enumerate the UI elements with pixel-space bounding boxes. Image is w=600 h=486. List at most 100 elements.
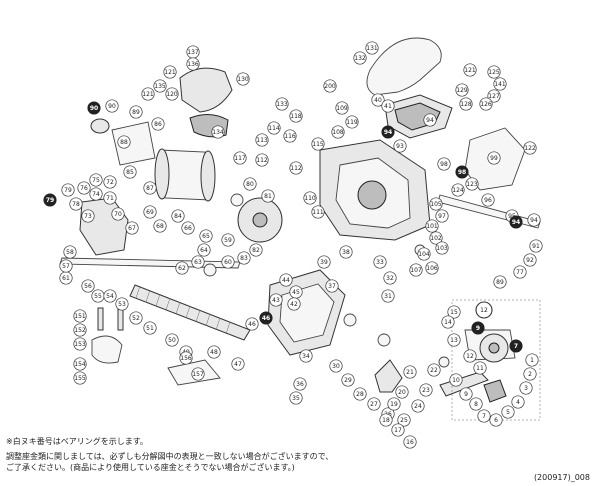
part-number-callout-label: 15 bbox=[450, 309, 458, 316]
part-number-callout-label: 108 bbox=[332, 129, 344, 136]
part-number-callout: 13 bbox=[447, 333, 461, 347]
part-number-callout-label: 133 bbox=[276, 101, 288, 108]
part-number-callout-label: 22 bbox=[430, 367, 438, 374]
bearing-callout-label: 79 bbox=[46, 197, 54, 204]
part-number-callout-label: 14 bbox=[444, 319, 452, 326]
part-number-callout-label: 125 bbox=[488, 69, 500, 76]
part-number-callout-label: 56 bbox=[84, 283, 92, 290]
part-number-callout-label: 89 bbox=[132, 109, 140, 116]
part-number-callout: 33 bbox=[373, 255, 387, 269]
group-badge-callout: 12 bbox=[475, 301, 493, 319]
part-number-callout-label: 76 bbox=[80, 185, 88, 192]
part-number-callout: 112 bbox=[255, 153, 269, 167]
bearing-callout-label: 94 bbox=[384, 129, 392, 136]
part-number-callout: 94 bbox=[423, 113, 437, 127]
bolt-right-part bbox=[117, 307, 124, 331]
bearing-callout-label: 46 bbox=[262, 315, 270, 322]
washer-f-part bbox=[438, 356, 450, 368]
part-number-callout-label: 68 bbox=[156, 223, 164, 230]
part-number-callout-label: 132 bbox=[354, 55, 366, 62]
part-number-callout: 4 bbox=[511, 395, 525, 409]
part-number-callout-label: 25 bbox=[400, 417, 408, 424]
part-number-callout-label: 20 bbox=[398, 389, 406, 396]
part-number-callout: 22 bbox=[427, 363, 441, 377]
part-number-callout-label: 129 bbox=[456, 87, 468, 94]
bearing-callout: 90 bbox=[87, 101, 101, 115]
part-number-callout: 16 bbox=[403, 435, 417, 449]
part-number-callout: 34 bbox=[299, 349, 313, 363]
part-number-callout-label: 155 bbox=[74, 375, 86, 382]
part-number-callout: 50 bbox=[165, 333, 179, 347]
part-number-callout: 113 bbox=[255, 133, 269, 147]
handle-knob-part bbox=[483, 379, 507, 403]
part-number-callout-label: 40 bbox=[374, 97, 382, 104]
part-number-callout-label: 11 bbox=[476, 365, 484, 372]
part-number-callout-label: 157 bbox=[192, 371, 204, 378]
part-number-callout-label: 101 bbox=[426, 223, 438, 230]
lever-part bbox=[91, 335, 123, 364]
part-number-callout-label: 58 bbox=[66, 249, 74, 256]
part-number-callout: 8 bbox=[469, 397, 483, 411]
part-number-callout: 141 bbox=[493, 77, 507, 91]
part-number-callout-label: 69 bbox=[146, 209, 154, 216]
part-number-callout-label: 94 bbox=[530, 217, 538, 224]
part-number-callout-label: 47 bbox=[234, 361, 242, 368]
part-number-callout: 136 bbox=[186, 57, 200, 71]
part-number-callout-label: 88 bbox=[120, 139, 128, 146]
part-number-callout: 59 bbox=[221, 233, 235, 247]
part-number-callout: 70 bbox=[111, 207, 125, 221]
part-number-callout-label: 136 bbox=[187, 61, 199, 68]
part-number-callout: 45 bbox=[289, 285, 303, 299]
part-number-callout: 155 bbox=[73, 371, 87, 385]
part-number-callout-label: 51 bbox=[146, 325, 154, 332]
part-number-callout-label: 112 bbox=[256, 157, 268, 164]
group-badge: 12 bbox=[475, 301, 493, 319]
part-number-callout: 121 bbox=[463, 63, 477, 77]
part-number-callout-label: 71 bbox=[106, 195, 114, 202]
part-number-callout: 76 bbox=[77, 181, 91, 195]
part-number-callout: 200 bbox=[323, 79, 337, 93]
part-number-callout: 68 bbox=[153, 219, 167, 233]
part-number-callout-label: 29 bbox=[344, 377, 352, 384]
spool-flange-right-part bbox=[200, 150, 216, 202]
part-number-callout-label: 73 bbox=[84, 213, 92, 220]
part-number-callout-label: 153 bbox=[74, 341, 86, 348]
part-number-callout-label: 46 bbox=[248, 321, 256, 328]
part-number-callout: 109 bbox=[335, 101, 349, 115]
part-number-callout-label: 42 bbox=[290, 301, 298, 308]
part-number-callout-label: 70 bbox=[114, 211, 122, 218]
part-number-callout: 27 bbox=[367, 397, 381, 411]
part-number-callout-label: 96 bbox=[484, 197, 492, 204]
washer-c-part bbox=[343, 313, 357, 327]
bearing-callout: 7 bbox=[509, 339, 523, 353]
part-number-callout-label: 38 bbox=[342, 249, 350, 256]
part-number-callout: 80 bbox=[243, 177, 257, 191]
part-number-callout-label: 24 bbox=[414, 403, 422, 410]
part-number-callout: 133 bbox=[275, 97, 289, 111]
part-number-callout: 102 bbox=[429, 231, 443, 245]
part-number-callout: 69 bbox=[143, 205, 157, 219]
part-number-callout-label: 105 bbox=[430, 201, 442, 208]
part-number-callout-label: 50 bbox=[168, 337, 176, 344]
part-number-callout-label: 115 bbox=[312, 141, 324, 148]
part-number-callout: 125 bbox=[487, 65, 501, 79]
part-number-callout: 58 bbox=[63, 245, 77, 259]
catalog-code: (200917)_008 bbox=[533, 473, 590, 482]
part-number-callout: 30 bbox=[329, 359, 343, 373]
part-number-callout: 127 bbox=[487, 89, 501, 103]
top-cover-part bbox=[366, 37, 442, 96]
part-number-callout: 67 bbox=[125, 221, 139, 235]
part-number-callout: 61 bbox=[59, 271, 73, 285]
part-number-callout: 11 bbox=[473, 361, 487, 375]
part-number-callout: 88 bbox=[117, 135, 131, 149]
part-number-callout-label: 90 bbox=[108, 103, 116, 110]
part-number-callout: 129 bbox=[455, 83, 469, 97]
part-number-callout: 6 bbox=[489, 413, 503, 427]
part-number-callout-label: 72 bbox=[106, 179, 114, 186]
part-number-callout: 73 bbox=[81, 209, 95, 223]
part-number-callout: 78 bbox=[69, 197, 83, 211]
part-number-callout-label: 6 bbox=[494, 417, 498, 424]
bearing-callout: 94 bbox=[509, 215, 523, 229]
part-number-callout-label: 65 bbox=[202, 233, 210, 240]
part-number-callout-label: 39 bbox=[320, 259, 328, 266]
